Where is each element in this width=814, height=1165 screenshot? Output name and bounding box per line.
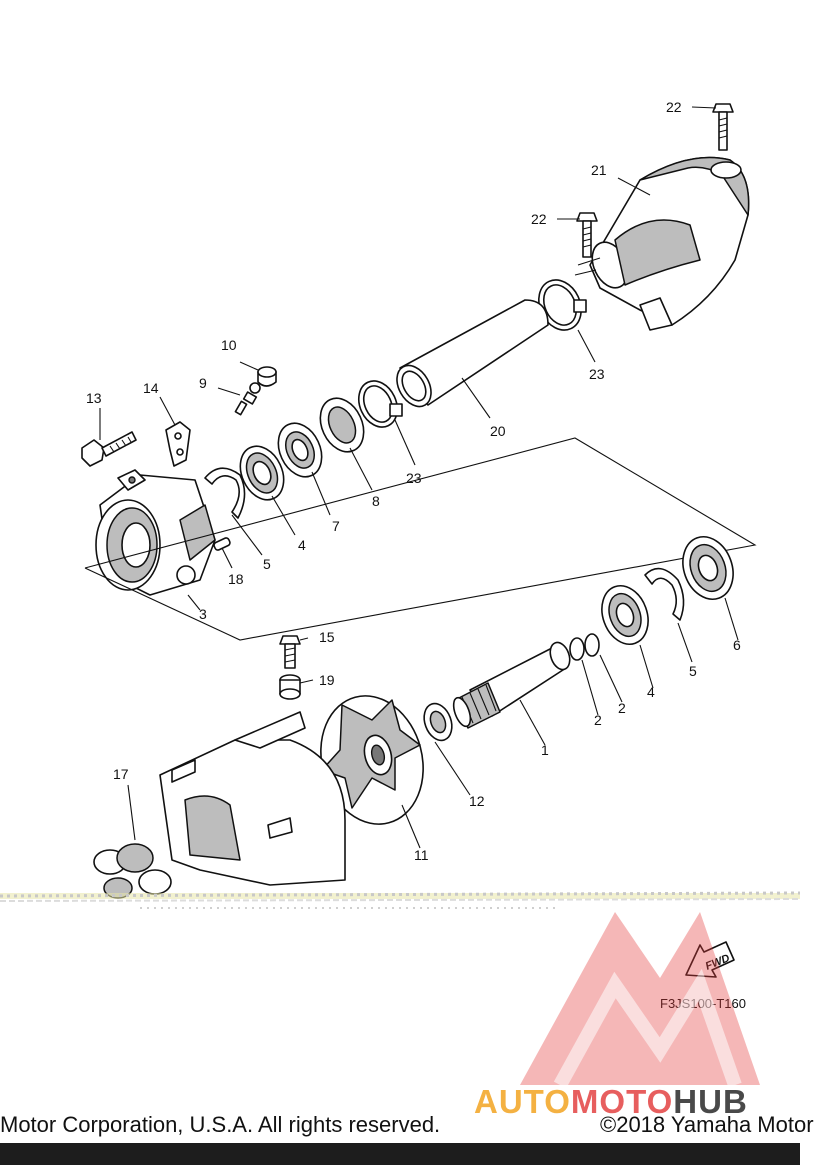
callout-6: 6 (733, 637, 741, 653)
callout-22-side: 22 (531, 211, 547, 227)
part-21-nozzle-housing (574, 156, 750, 331)
callout-3: 3 (199, 606, 207, 622)
automotohub-watermark: AUTOMOTOHUB (474, 912, 760, 1120)
callout-23-lower: 23 (406, 470, 422, 486)
part-11-impeller (320, 695, 424, 825)
copyright-right: ©2018 Yamaha Motor (600, 1112, 814, 1137)
callout-7: 7 (332, 518, 340, 534)
part-10-cap (257, 366, 277, 387)
callout-10: 10 (221, 337, 237, 353)
part-15-bolt (279, 635, 301, 669)
callout-17: 17 (113, 766, 129, 782)
watermark-moto: MOTO (571, 1083, 673, 1120)
part-4-bearing-lower (601, 585, 649, 645)
callout-1: 1 (541, 742, 549, 758)
callout-5-upper: 5 (263, 556, 271, 572)
svg-text:AUTOMOTOHUB: AUTOMOTOHUB (474, 1083, 748, 1120)
watermark-auto: AUTO (474, 1083, 571, 1120)
part-7-seal (277, 422, 323, 478)
callout-5-lower: 5 (689, 663, 697, 679)
fwd-arrow: FWD (685, 941, 735, 978)
part-6-seal (682, 536, 734, 600)
group-outline (84, 437, 757, 641)
part-2-orings (569, 633, 600, 661)
copyright-left: Motor Corporation, U.S.A. All rights res… (0, 1112, 441, 1137)
part-22-bolt-side (576, 212, 598, 258)
part-3-housing (95, 469, 216, 596)
part-20-hose (396, 299, 549, 408)
part-22-bolt-top (712, 103, 734, 151)
callout-18: 18 (228, 571, 244, 587)
callout-11: 11 (414, 847, 429, 863)
diagram-code: F3JS100-T160 (660, 996, 746, 1011)
callout-8: 8 (372, 493, 380, 509)
callout-22-top: 22 (666, 99, 682, 115)
part-1-shaft (452, 641, 571, 729)
callout-4-upper: 4 (298, 537, 306, 553)
part-13-bolt (81, 431, 137, 467)
part-4-bearing-upper (239, 445, 285, 501)
scan-noise-strip (0, 891, 801, 909)
callout-2-left: 2 (594, 712, 602, 728)
part-18-pin (213, 537, 231, 551)
part-23-clamp-upper (538, 279, 587, 331)
leader-lines (99, 106, 739, 849)
callout-15: 15 (319, 629, 335, 645)
callout-2-right: 2 (618, 700, 626, 716)
watermark-hub: HUB (673, 1083, 748, 1120)
callout-14: 14 (143, 380, 159, 396)
part-9-grease-nipple (234, 382, 261, 416)
part-17-part (93, 843, 172, 899)
callout-21: 21 (591, 162, 607, 178)
part-12-spacer (423, 702, 453, 742)
callout-19: 19 (319, 672, 335, 688)
callout-20: 20 (490, 423, 506, 439)
callout-13: 13 (86, 390, 102, 406)
part-14-plate (165, 421, 191, 467)
part-23-clamp-lower (357, 380, 403, 428)
part-5-circlip-lower (644, 567, 685, 621)
callout-9: 9 (199, 375, 207, 391)
part-5-circlip-upper (204, 467, 246, 519)
bottom-bar (0, 1143, 800, 1165)
callout-labels: 22 21 22 23 20 23 8 7 4 5 10 9 13 14 18 … (86, 99, 741, 863)
part-19-washer (279, 674, 301, 700)
part-8-seal-upper (319, 397, 365, 453)
callout-4-lower: 4 (647, 684, 655, 700)
callout-23-upper: 23 (589, 366, 605, 382)
callout-12: 12 (469, 793, 485, 809)
pump-housing (159, 711, 346, 886)
